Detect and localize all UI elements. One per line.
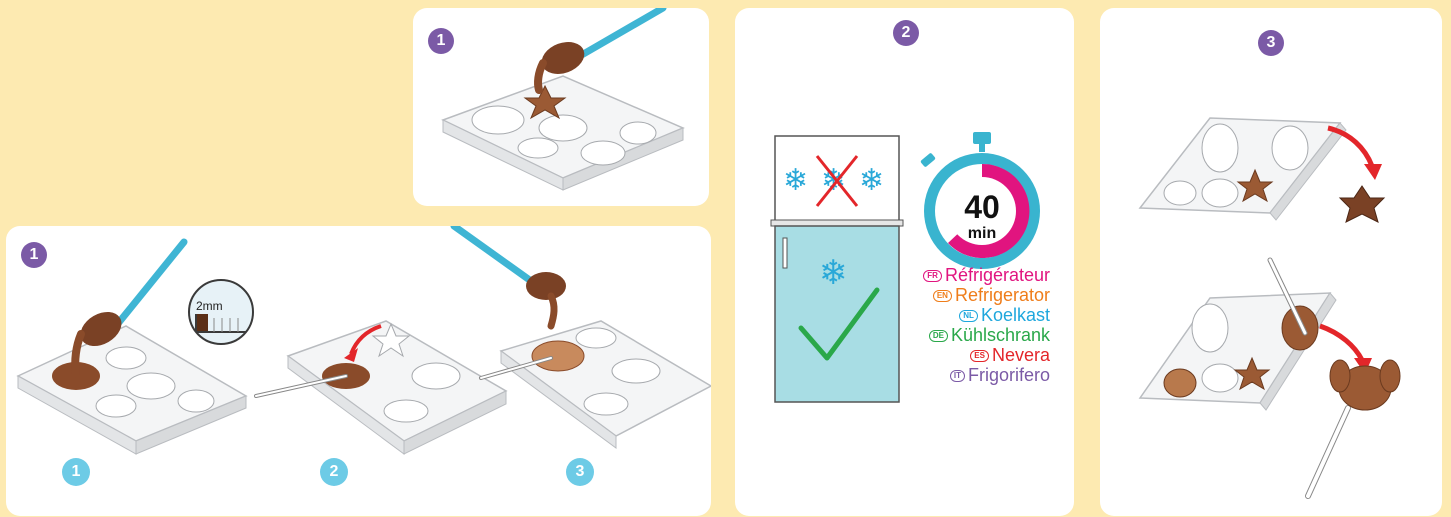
timer-unit: min: [968, 225, 996, 242]
mold-tray: [441, 75, 685, 191]
chocolate-star: [523, 84, 567, 120]
svg-text:❄: ❄: [821, 164, 846, 197]
mold-tray-3: [479, 320, 711, 449]
top-pour-panel: 1: [413, 8, 709, 206]
red-arrow-icon: [1327, 125, 1375, 167]
checkmark-icon: [798, 287, 880, 361]
spoon-icon: [450, 226, 566, 330]
thickness-label: 2mm: [196, 299, 223, 313]
mold-tray-2: [254, 320, 508, 455]
step-badge: 1: [428, 28, 454, 54]
cross-icon: [815, 155, 859, 207]
substep-badge-1: 1: [62, 458, 90, 486]
pour-illustration: [441, 8, 685, 191]
svg-text:❄: ❄: [783, 164, 808, 197]
timer-value: 40: [964, 189, 1000, 225]
thickness-gauge-icon: 2mm: [188, 279, 254, 345]
timer-icon: 40 min: [920, 132, 1040, 269]
mold-tray-bottom: [1138, 292, 1337, 411]
fridge-illustration: ❄ ❄ ❄ ❄ 40 min: [770, 132, 1040, 403]
red-arrow-icon: [349, 324, 382, 355]
chocolate-star-unmolded: [1338, 185, 1386, 223]
spoon-icon: [534, 8, 667, 94]
unmold-panel: 3: [1100, 8, 1442, 516]
substep-badge-2: 2: [320, 458, 348, 486]
molding-steps-illustration: 2mm: [16, 226, 711, 455]
mold-tray-top: [1138, 117, 1347, 221]
lollipop-stick: [1267, 257, 1308, 336]
chocolate-lollipop: [1305, 359, 1401, 499]
step-badge: 1: [21, 242, 47, 268]
step-badge: 3: [1258, 30, 1284, 56]
spoon-icon: [71, 238, 188, 378]
mold-tray-1: [16, 325, 248, 455]
unmold-illustration: [1138, 117, 1401, 499]
step-badge: 2: [893, 20, 919, 46]
substep-badge-3: 3: [566, 458, 594, 486]
red-arrow-icon: [1319, 323, 1365, 362]
freezer-snowflake-icons: ❄ ❄ ❄: [783, 164, 884, 197]
fridge-snowflake-icon: ❄: [819, 254, 848, 292]
left-steps-panel: 1 2mm: [6, 226, 711, 516]
fridge-panel: 2 ❄ ❄ ❄ ❄ 40 min: [735, 8, 1074, 516]
svg-text:❄: ❄: [859, 164, 884, 197]
